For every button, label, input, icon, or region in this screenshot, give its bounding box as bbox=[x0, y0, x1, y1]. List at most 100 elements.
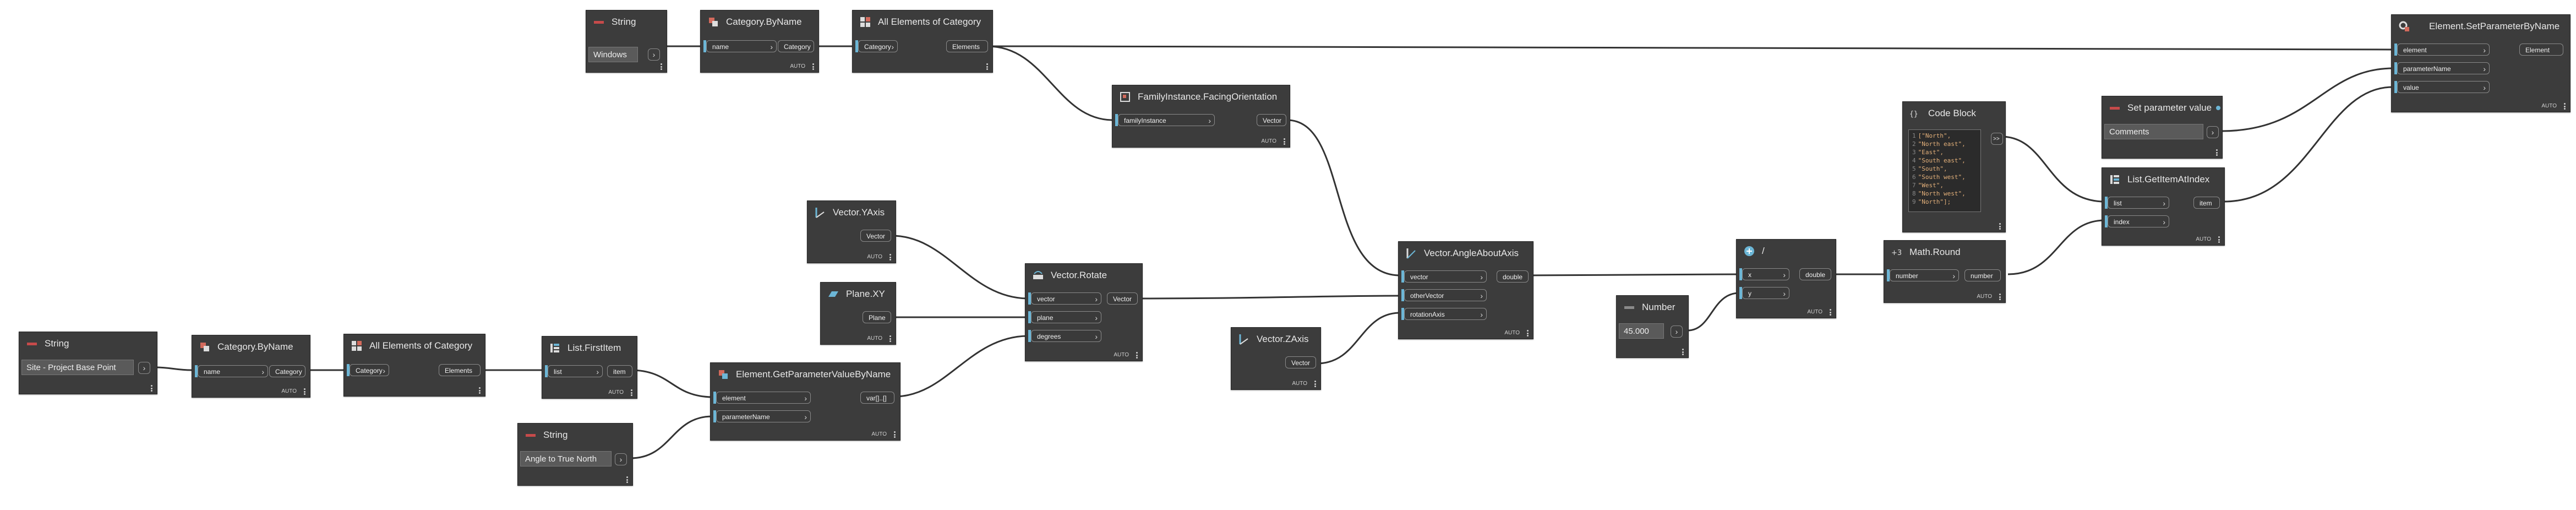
number-node[interactable]: Number 45.000 › bbox=[1616, 295, 1689, 358]
input-port-name[interactable]: name bbox=[195, 365, 268, 378]
string-value-input[interactable]: Site - Project Base Point bbox=[21, 360, 134, 375]
kebab-icon[interactable] bbox=[2216, 149, 2218, 156]
kebab-icon[interactable] bbox=[1682, 349, 1684, 355]
kebab-icon[interactable] bbox=[1314, 381, 1316, 387]
list-getitematindex-node[interactable]: List.GetItemAtIndex list index item AUTO bbox=[2102, 167, 2225, 246]
kebab-icon[interactable] bbox=[894, 431, 896, 438]
vector-angleaboutaxis-node[interactable]: Vector.AngleAboutAxis vector otherVector… bbox=[1398, 241, 1533, 339]
output-port-vector[interactable]: Vector bbox=[1257, 114, 1286, 126]
node-title: Set parameter value bbox=[2127, 102, 2212, 113]
input-port-vector[interactable]: vector bbox=[1028, 292, 1101, 305]
kebab-icon[interactable] bbox=[889, 335, 891, 342]
output-port[interactable]: › bbox=[615, 453, 627, 465]
string-node-set-parameter-value[interactable]: Set parameter value Comments › bbox=[2102, 96, 2223, 159]
input-port-parametername[interactable]: parameterName bbox=[713, 410, 811, 423]
output-port-item[interactable]: item bbox=[607, 365, 632, 377]
string-value-input[interactable]: Windows bbox=[588, 47, 638, 62]
kebab-icon[interactable] bbox=[661, 63, 662, 70]
kebab-icon[interactable] bbox=[889, 254, 891, 261]
lacing-label: AUTO bbox=[867, 335, 882, 341]
plane-xy-node[interactable]: Plane.XY Plane AUTO bbox=[820, 282, 896, 345]
all-elements-of-category-node[interactable]: All Elements of Category Category Elemen… bbox=[852, 10, 993, 73]
output-port-code[interactable]: >> bbox=[1991, 133, 2003, 145]
all-elements-of-category-node[interactable]: All Elements of Category Category Elemen… bbox=[343, 334, 485, 397]
input-port-number[interactable]: number bbox=[1887, 269, 1959, 282]
kebab-icon[interactable] bbox=[812, 63, 814, 70]
output-port[interactable]: › bbox=[648, 48, 660, 61]
output-port-element[interactable]: Element bbox=[2519, 44, 2563, 56]
number-value-input[interactable]: 45.000 bbox=[1619, 323, 1664, 339]
output-port-double[interactable]: double bbox=[1799, 268, 1831, 280]
input-port-vector[interactable]: vector bbox=[1401, 270, 1487, 283]
output-port-elements[interactable]: Elements bbox=[946, 40, 988, 52]
kebab-icon[interactable] bbox=[1527, 330, 1529, 337]
output-port-elements[interactable]: Elements bbox=[439, 364, 481, 376]
divide-node[interactable]: / x y double AUTO bbox=[1736, 239, 1836, 318]
input-port-category[interactable]: Category bbox=[347, 364, 389, 377]
input-port-y[interactable]: y bbox=[1739, 287, 1789, 300]
input-port-index[interactable]: index bbox=[2105, 215, 2169, 228]
input-port-x[interactable]: x bbox=[1739, 268, 1789, 281]
kebab-icon[interactable] bbox=[2218, 236, 2220, 243]
input-port-value[interactable]: value bbox=[2394, 81, 2490, 94]
input-port-parametername[interactable]: parameterName bbox=[2394, 62, 2490, 75]
kebab-icon[interactable] bbox=[151, 385, 152, 392]
category-byname-node[interactable]: Category.ByName name Category AUTO bbox=[700, 10, 819, 73]
vector-rotate-node[interactable]: Vector.Rotate vector plane degrees Vecto… bbox=[1025, 263, 1143, 361]
string-value-input[interactable]: Angle to True North bbox=[520, 451, 612, 466]
kebab-icon[interactable] bbox=[1136, 352, 1138, 359]
output-port-vector[interactable]: Vector bbox=[860, 230, 891, 242]
kebab-icon[interactable] bbox=[1999, 223, 2001, 230]
output-port[interactable]: › bbox=[1671, 325, 1683, 338]
string-value-input[interactable]: Comments bbox=[2104, 124, 2203, 139]
kebab-icon[interactable] bbox=[626, 476, 628, 483]
input-port-degrees[interactable]: degrees bbox=[1028, 330, 1101, 343]
kebab-icon[interactable] bbox=[631, 389, 632, 396]
kebab-icon[interactable] bbox=[1999, 294, 2001, 300]
output-port-double[interactable]: double bbox=[1497, 270, 1529, 283]
vector-zaxis-node[interactable]: Vector.ZAxis Vector AUTO bbox=[1231, 327, 1321, 390]
wire bbox=[630, 369, 713, 398]
get-parameter-value-node[interactable]: Element.GetParameterValueByName element … bbox=[710, 362, 900, 441]
string-node-site[interactable]: String Site - Project Base Point › bbox=[19, 332, 157, 394]
list-firstitem-node[interactable]: List.FirstItem list item AUTO bbox=[542, 336, 637, 399]
set-parameter-by-name-node[interactable]: Element.SetParameterByName element param… bbox=[2391, 14, 2570, 112]
code-block-node[interactable]: {}Code Block 1["North", 2"North east", 3… bbox=[1902, 101, 2006, 232]
input-port-othervector[interactable]: otherVector bbox=[1401, 289, 1487, 302]
output-port[interactable]: › bbox=[138, 362, 150, 374]
input-port-list[interactable]: list bbox=[545, 365, 603, 378]
input-port-category[interactable]: Category bbox=[855, 40, 898, 53]
output-port-number[interactable]: number bbox=[1964, 269, 2001, 281]
input-port-list[interactable]: list bbox=[2105, 197, 2169, 209]
output-port-vector[interactable]: Vector bbox=[1285, 356, 1316, 368]
kebab-icon[interactable] bbox=[986, 63, 988, 70]
string-node-angle[interactable]: String Angle to True North › bbox=[517, 423, 633, 486]
kebab-icon[interactable] bbox=[2564, 103, 2566, 110]
input-port-element[interactable]: element bbox=[2394, 44, 2490, 56]
string-node-windows[interactable]: String Windows › bbox=[586, 10, 667, 73]
input-port-element[interactable]: element bbox=[713, 392, 811, 404]
input-port-familyinstance[interactable]: familyInstance bbox=[1115, 114, 1215, 127]
input-port-plane[interactable]: plane bbox=[1028, 311, 1101, 324]
kebab-icon[interactable] bbox=[1830, 309, 1831, 316]
output-port-vector[interactable]: Vector bbox=[1107, 292, 1138, 305]
facing-orientation-node[interactable]: FamilyInstance.FacingOrientation familyI… bbox=[1112, 85, 1290, 148]
kebab-icon[interactable] bbox=[304, 388, 305, 395]
kebab-icon[interactable] bbox=[479, 387, 481, 394]
output-port-var[interactable]: var[]..[] bbox=[860, 392, 894, 404]
output-port-item[interactable]: item bbox=[2193, 197, 2220, 209]
vector-yaxis-node[interactable]: Vector.YAxis Vector AUTO bbox=[807, 200, 896, 263]
output-port-category[interactable]: Category bbox=[778, 40, 814, 52]
input-port-rotationaxis[interactable]: rotationAxis bbox=[1401, 308, 1487, 321]
category-byname-node[interactable]: Category.ByName name Category AUTO bbox=[192, 335, 310, 398]
kebab-icon[interactable] bbox=[1284, 138, 1285, 145]
output-port-category[interactable]: Category bbox=[269, 365, 305, 377]
output-port-plane[interactable]: Plane bbox=[863, 311, 891, 323]
code-line: 5"South", bbox=[1912, 165, 1947, 172]
code-editor[interactable]: 1["North", 2"North east", 3"East", 4"Sou… bbox=[1908, 129, 1981, 212]
output-port[interactable]: › bbox=[2207, 126, 2219, 138]
input-port-name[interactable]: name bbox=[703, 40, 777, 53]
wire bbox=[894, 335, 1028, 398]
